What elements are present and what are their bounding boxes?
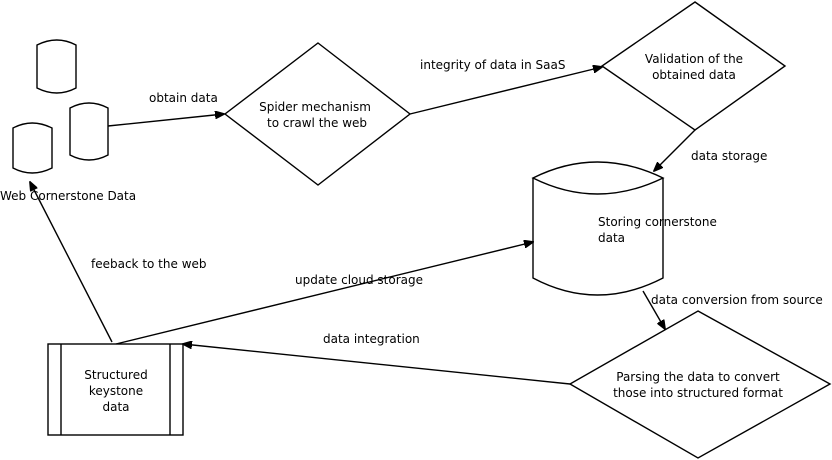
edge-data-storage-label: data storage [691,149,767,163]
structured-node: Structured keystone data [47,343,184,436]
structured-label-line1: Structured [84,368,147,382]
document-icon [69,102,109,161]
storage-label-line2: data [598,231,625,245]
edge-update-cloud [115,242,533,345]
edge-integrity [409,67,602,115]
storage-cylinder-top [531,161,665,195]
spider-node: Spider mechanism to crawl the web [223,42,412,186]
web-data-node: Web Cornerstone Data [0,39,136,203]
web-data-label: Web Cornerstone Data [0,189,136,203]
spider-label-line1: Spider mechanism [259,100,371,114]
validation-label-line2: obtained data [652,68,736,82]
parsing-node: Parsing the data to convert those into s… [568,310,832,459]
storage-cylinder-body [532,178,664,296]
document-icon [36,39,77,94]
storage-label-line1: Storing cornerstone [598,215,717,229]
parsing-label-line1: Parsing the data to convert [616,370,780,384]
parsing-diamond [568,310,832,459]
edge-data-conversion-label: data conversion from source [651,293,823,307]
edge-feedback [30,182,113,343]
edge-data-integration-label: data integration [323,332,420,346]
edge-obtain-data [107,114,224,127]
edge-data-integration [183,344,571,385]
structured-label-line3: data [102,400,129,414]
edge-update-cloud-label: update cloud storage [295,273,423,287]
edge-data-storage [654,129,696,171]
parsing-label-line2: those into structured format [613,386,783,400]
validation-diamond [600,1,787,131]
structured-label-line2: keystone [89,384,143,398]
storage-node: Storing cornerstone data [531,161,717,296]
spider-diamond [223,42,412,186]
structured-box [47,343,184,436]
edges: obtain data integrity of data in SaaS da… [30,58,823,385]
edge-obtain-data-label: obtain data [149,91,218,105]
edge-feedback-label: feeback to the web [91,257,207,271]
validation-label-line1: Validation of the [645,52,743,66]
edge-integrity-label: integrity of data in SaaS [420,58,565,72]
edge-data-conversion [642,290,665,329]
validation-node: Validation of the obtained data [600,1,787,131]
document-icon [12,122,53,174]
spider-label-line2: to crawl the web [267,116,367,130]
